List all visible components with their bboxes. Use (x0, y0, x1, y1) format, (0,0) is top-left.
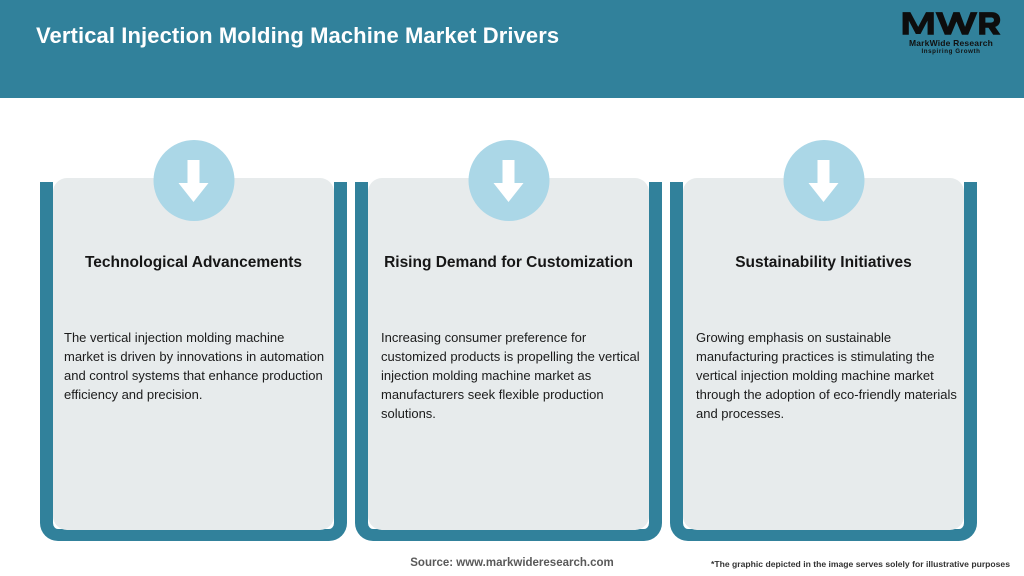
driver-card-1[interactable]: Technological Advancements The vertical … (40, 140, 347, 541)
driver-card-2[interactable]: Rising Demand for Customization Increasi… (355, 140, 662, 541)
logo-tagline: Inspiring Growth (921, 47, 981, 55)
logo-company-name: MarkWide Research (908, 38, 994, 48)
card-panel (53, 178, 334, 530)
mwr-logo-icon (902, 12, 1001, 35)
down-arrow-icon (153, 140, 234, 221)
card-title: Technological Advancements (84, 254, 303, 271)
card-body-text: The vertical injection molding machine m… (64, 330, 325, 403)
card-body-text: Increasing consumer preference for custo… (381, 330, 640, 422)
header-bar: Vertical Injection Molding Machine Marke… (0, 0, 1024, 98)
page-title: Vertical Injection Molding Machine Marke… (36, 23, 560, 48)
card-title: Rising Demand for Customization (384, 254, 633, 271)
card-title: Sustainability Initiatives (735, 254, 912, 271)
card-body-text: Growing emphasis on sustainable manufact… (696, 330, 957, 422)
card-panel (368, 178, 649, 530)
card-panel (683, 178, 964, 530)
card-frame (355, 182, 662, 541)
down-arrow-icon (468, 140, 549, 221)
driver-card-3[interactable]: Sustainability Initiatives Growing empha… (670, 140, 977, 541)
down-arrow-icon (783, 140, 864, 221)
card-frame (40, 182, 347, 541)
cards-container: Technological Advancements The vertical … (0, 98, 1024, 541)
disclaimer-note: *The graphic depicted in the image serve… (711, 559, 1010, 569)
card-frame (670, 182, 977, 541)
source-label: Source: www.markwideresearch.com (410, 557, 614, 569)
brand-logo: MarkWide Research Inspiring Growth (898, 8, 1004, 62)
